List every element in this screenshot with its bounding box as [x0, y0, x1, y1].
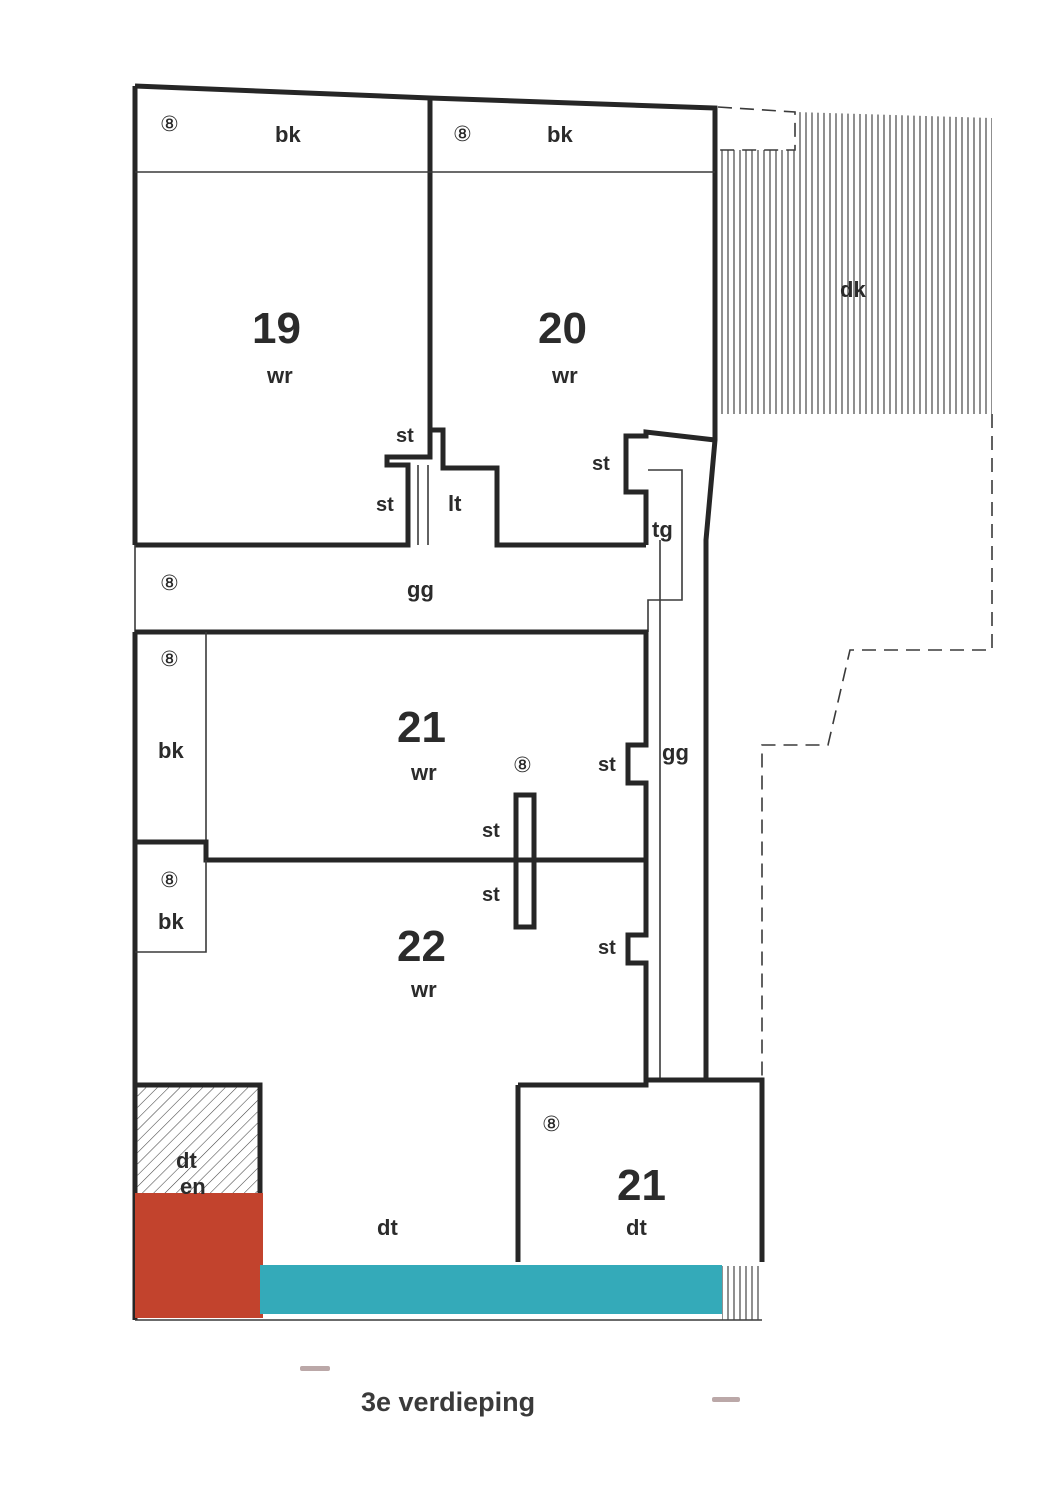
dt-en-hatch: [137, 1087, 258, 1195]
room-22-number: 22: [397, 922, 446, 971]
st-label-22-right: st: [598, 937, 616, 959]
room-19-number: 19: [252, 304, 301, 353]
lt-label: lt: [448, 491, 462, 516]
st-label-21-right: st: [598, 754, 616, 776]
dt-en-line-2: en: [180, 1174, 206, 1199]
tg-label: tg: [652, 517, 673, 542]
room-marker-20: ⑧: [453, 122, 472, 146]
room-marker-21-bk: ⑧: [160, 647, 179, 671]
walls: [132, 83, 765, 1321]
gg-vertical-label: gg: [662, 740, 689, 765]
st-label-20: st: [592, 453, 610, 475]
floor-title: 3e verdieping: [361, 1387, 535, 1417]
dt-en-label: dt en: [176, 1148, 206, 1199]
room-marker-pillar: ⑧: [513, 753, 532, 777]
blue-block: [260, 1265, 722, 1314]
room-20-number: 20: [538, 304, 587, 353]
red-block: [135, 1193, 263, 1318]
room-22-type: wr: [410, 977, 437, 1002]
room-21-number: 21: [397, 703, 446, 752]
room-21-dt-number: 21: [617, 1161, 666, 1210]
room-20-bk-label: bk: [547, 122, 573, 147]
smudge-mark: [712, 1397, 740, 1402]
bottom-right-hatch: [722, 1266, 762, 1320]
room-marker-21-dt: ⑧: [542, 1112, 561, 1136]
gg-corridor-label: gg: [407, 577, 434, 602]
dt-middle-label: dt: [377, 1215, 398, 1240]
room-21-bk-label: bk: [158, 738, 184, 763]
roof-area: [717, 106, 993, 1080]
room-21-dt-type: dt: [626, 1215, 647, 1240]
smudge-mark: [300, 1366, 330, 1371]
room-marker-gg: ⑧: [160, 571, 179, 595]
st-label-19-bottom: st: [376, 494, 394, 516]
dk-label: dk: [840, 277, 866, 302]
st-label-pillar-top: st: [482, 820, 500, 842]
room-19-type: wr: [266, 363, 293, 388]
st-label-19-top: st: [396, 425, 414, 447]
room-20-type: wr: [551, 363, 578, 388]
st-label-pillar-bottom: st: [482, 884, 500, 906]
room-marker-19: ⑧: [160, 112, 179, 136]
room-marker-22-bk: ⑧: [160, 868, 179, 892]
room-21-type: wr: [410, 760, 437, 785]
room-22-bk-label: bk: [158, 909, 184, 934]
dt-en-line-1: dt: [176, 1148, 197, 1173]
room-19-bk-label: bk: [275, 122, 301, 147]
